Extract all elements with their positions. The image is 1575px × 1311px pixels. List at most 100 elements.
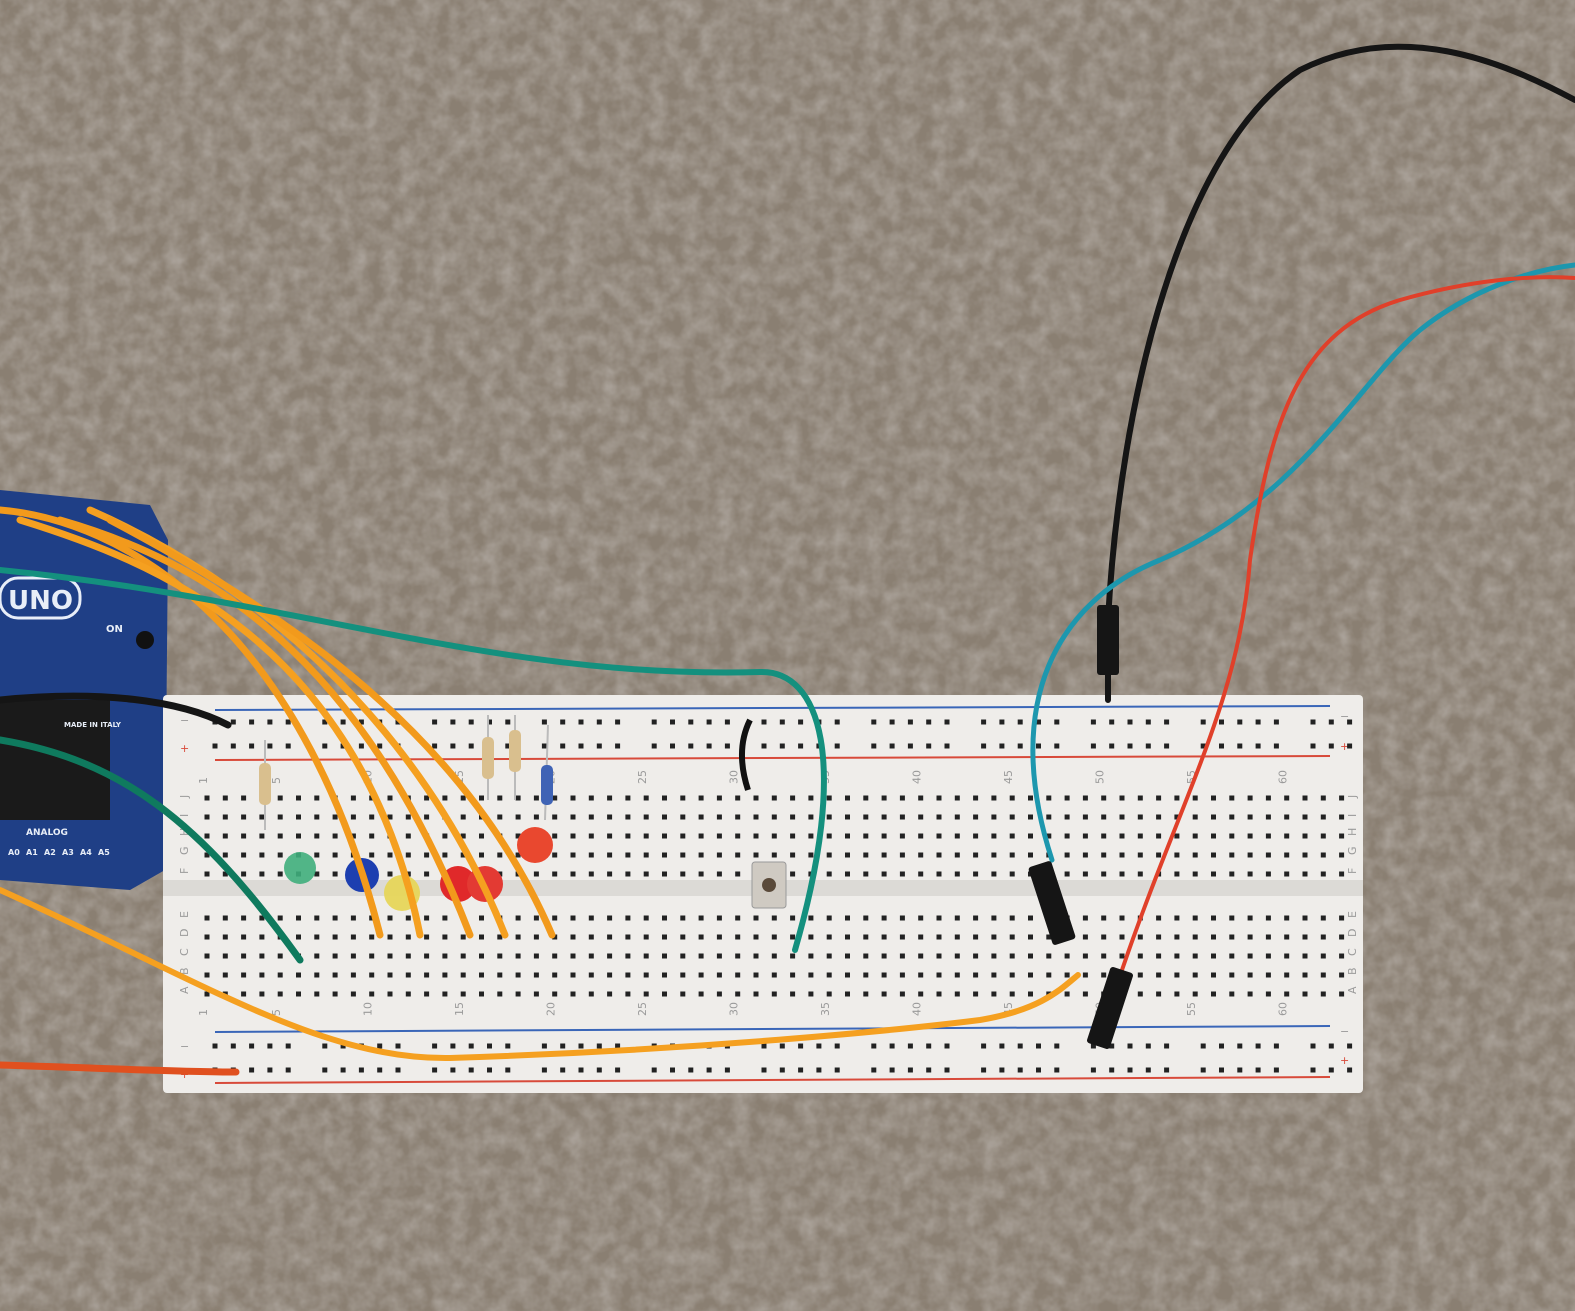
hole <box>405 934 411 940</box>
hole <box>552 852 558 858</box>
rail-hole <box>761 1067 767 1073</box>
hole <box>497 795 503 801</box>
rail-hole <box>1164 1043 1170 1049</box>
row-letter: F <box>1346 868 1359 874</box>
hole <box>790 972 796 978</box>
hole <box>771 852 777 858</box>
hole <box>1028 795 1033 801</box>
hole <box>314 795 320 801</box>
row-letter: F <box>178 868 191 874</box>
hole <box>826 934 832 940</box>
hole <box>497 934 503 940</box>
hole <box>845 871 850 877</box>
hole <box>918 814 924 820</box>
hole <box>204 934 210 940</box>
hole <box>1137 871 1143 877</box>
hole <box>1211 972 1216 978</box>
rail-hole <box>688 719 694 725</box>
hole <box>1064 953 1070 959</box>
rail-hole <box>377 1043 383 1049</box>
red-orange-wire <box>0 1061 240 1076</box>
black-wire <box>1105 43 1575 703</box>
hole <box>314 934 320 940</box>
hole <box>296 915 301 921</box>
rail-hole <box>907 743 913 749</box>
hole <box>1028 852 1033 858</box>
hole <box>1211 852 1216 858</box>
rail-hole <box>249 743 255 749</box>
hole <box>918 934 924 940</box>
hole <box>241 934 247 940</box>
hole <box>973 852 979 858</box>
rail-hole <box>1054 719 1060 725</box>
hole <box>662 991 667 997</box>
hole <box>424 915 430 921</box>
hole <box>991 852 997 858</box>
jumper-connector <box>1087 967 1133 1049</box>
rail-hole <box>1145 719 1151 725</box>
row-letter: B <box>1346 967 1359 975</box>
hole <box>1320 833 1326 839</box>
rail-hole <box>1237 743 1243 749</box>
hole <box>662 833 667 839</box>
rail-hole <box>798 1043 804 1049</box>
hole <box>1265 814 1271 820</box>
hole <box>424 871 430 877</box>
hole <box>845 915 850 921</box>
rail-minus-label: − <box>1340 710 1349 723</box>
hole <box>424 934 430 940</box>
rail-hole <box>541 1043 547 1049</box>
rail-hole <box>450 1043 456 1049</box>
hole <box>771 934 777 940</box>
hole <box>1082 795 1088 801</box>
hole <box>460 953 466 959</box>
hole <box>241 972 247 978</box>
rail-hole <box>1164 1067 1170 1073</box>
hole <box>552 814 558 820</box>
hole <box>296 795 301 801</box>
hole <box>680 795 686 801</box>
hole <box>1302 871 1308 877</box>
rail-hole <box>1328 743 1334 749</box>
rail-hole <box>1273 743 1279 749</box>
rail-hole <box>1090 719 1096 725</box>
hole <box>991 953 997 959</box>
top-minus-rail-line <box>214 705 1331 711</box>
hole <box>1119 934 1125 940</box>
rail-hole <box>779 719 785 725</box>
bottom-plus-rail-line <box>214 1076 1331 1084</box>
hole <box>460 852 466 858</box>
column-number-top: 40 <box>911 770 924 784</box>
column-number-top: 1 <box>197 777 210 784</box>
rail-hole <box>450 743 456 749</box>
hole <box>771 915 777 921</box>
rail-hole <box>761 719 767 725</box>
hole <box>1009 953 1015 959</box>
hole <box>881 795 887 801</box>
hole <box>1211 795 1216 801</box>
hole <box>881 934 887 940</box>
hole <box>259 972 265 978</box>
hole <box>222 871 228 877</box>
column-number-bottom: 60 <box>1277 1002 1290 1016</box>
hole <box>625 814 631 820</box>
uno-logo-outline <box>0 576 82 620</box>
hole <box>899 814 905 820</box>
push-button[interactable] <box>751 861 787 909</box>
rail-hole <box>1219 1067 1224 1073</box>
hole <box>698 915 704 921</box>
rail-hole <box>1109 719 1115 725</box>
hole <box>332 991 338 997</box>
rail-hole <box>578 1067 584 1073</box>
rail-hole <box>1036 743 1041 749</box>
hole <box>973 915 979 921</box>
hole <box>753 795 759 801</box>
hole <box>296 991 301 997</box>
hole <box>1046 795 1052 801</box>
hole <box>1320 795 1326 801</box>
hole <box>991 871 997 877</box>
hole <box>845 795 850 801</box>
hole <box>479 972 484 978</box>
rail-hole <box>1090 1067 1096 1073</box>
